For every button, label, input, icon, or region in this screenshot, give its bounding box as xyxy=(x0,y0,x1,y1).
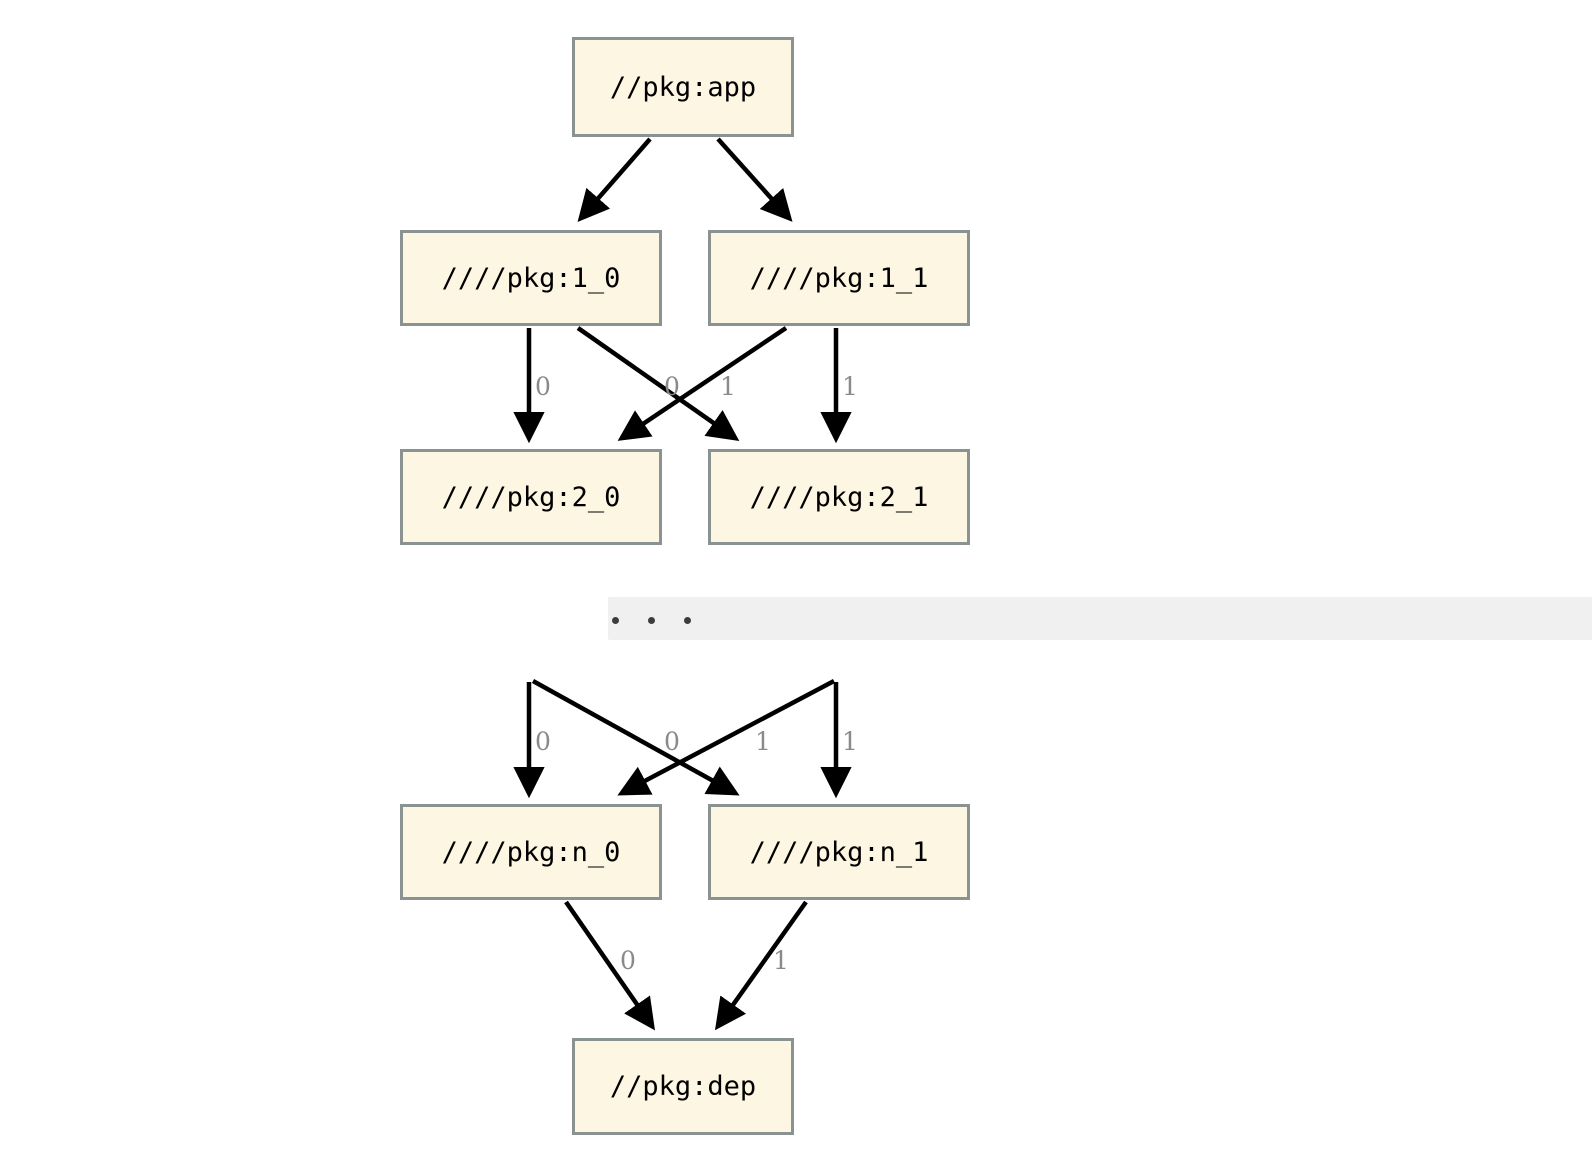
edge-elided-to-n_1-crossing xyxy=(531,679,740,796)
node-pkg-1_0[interactable]: ////pkg:1_0 xyxy=(400,230,662,326)
edge-app-to-1_0 xyxy=(577,137,652,222)
edge-1_1-to-2_0 xyxy=(617,326,788,441)
edge-label-1_0-to-2_0: 0 xyxy=(535,372,551,401)
node-label: ////pkg:1_1 xyxy=(749,262,929,294)
node-pkg-app[interactable]: //pkg:app xyxy=(572,37,794,137)
node-label: ////pkg:1_0 xyxy=(441,262,621,294)
edge-n_0-to-dep xyxy=(564,900,655,1031)
node-label: ////pkg:n_0 xyxy=(441,836,621,868)
edge-label-n_0-to-dep: 0 xyxy=(620,946,636,975)
edge-n_1-to-dep xyxy=(714,900,808,1031)
ellipsis-dot xyxy=(648,617,655,624)
node-label: //pkg:app xyxy=(609,71,757,103)
edge-label-elided-to-n_0-straight: 0 xyxy=(535,727,551,756)
edge-label-n_1-to-dep: 1 xyxy=(773,946,789,975)
ellipsis-dot xyxy=(612,617,619,624)
node-label: ////pkg:2_0 xyxy=(441,481,621,513)
node-pkg-2_0[interactable]: ////pkg:2_0 xyxy=(400,449,662,545)
node-label: //pkg:dep xyxy=(609,1071,757,1102)
node-pkg-2_1[interactable]: ////pkg:2_1 xyxy=(708,449,970,545)
elided-section-band xyxy=(608,597,1592,640)
edge-label-1_1-to-2_1: 1 xyxy=(842,372,858,401)
edge-label-elided-to-n_0-crossing: 1 xyxy=(755,727,771,756)
node-pkg-n_0[interactable]: ////pkg:n_0 xyxy=(400,804,662,900)
ellipsis-dot xyxy=(684,617,691,624)
edge-app-to-1_1 xyxy=(716,137,793,222)
edge-elided-to-n_0-crossing xyxy=(617,679,836,796)
edge-label-elided-to-n_1-crossing: 0 xyxy=(664,727,680,756)
edge-label-1_0-to-2_1: 0 xyxy=(664,372,680,401)
node-label: ////pkg:n_1 xyxy=(749,836,929,868)
edge-1_0-to-2_1 xyxy=(576,326,740,442)
edge-label-elided-to-n_1-straight: 1 xyxy=(842,727,858,756)
edge-label-1_1-to-2_0: 1 xyxy=(720,372,736,401)
node-label: ////pkg:2_1 xyxy=(749,481,929,513)
node-pkg-1_1[interactable]: ////pkg:1_1 xyxy=(708,230,970,326)
node-pkg-n_1[interactable]: ////pkg:n_1 xyxy=(708,804,970,900)
node-pkg-dep[interactable]: //pkg:dep xyxy=(572,1038,794,1135)
